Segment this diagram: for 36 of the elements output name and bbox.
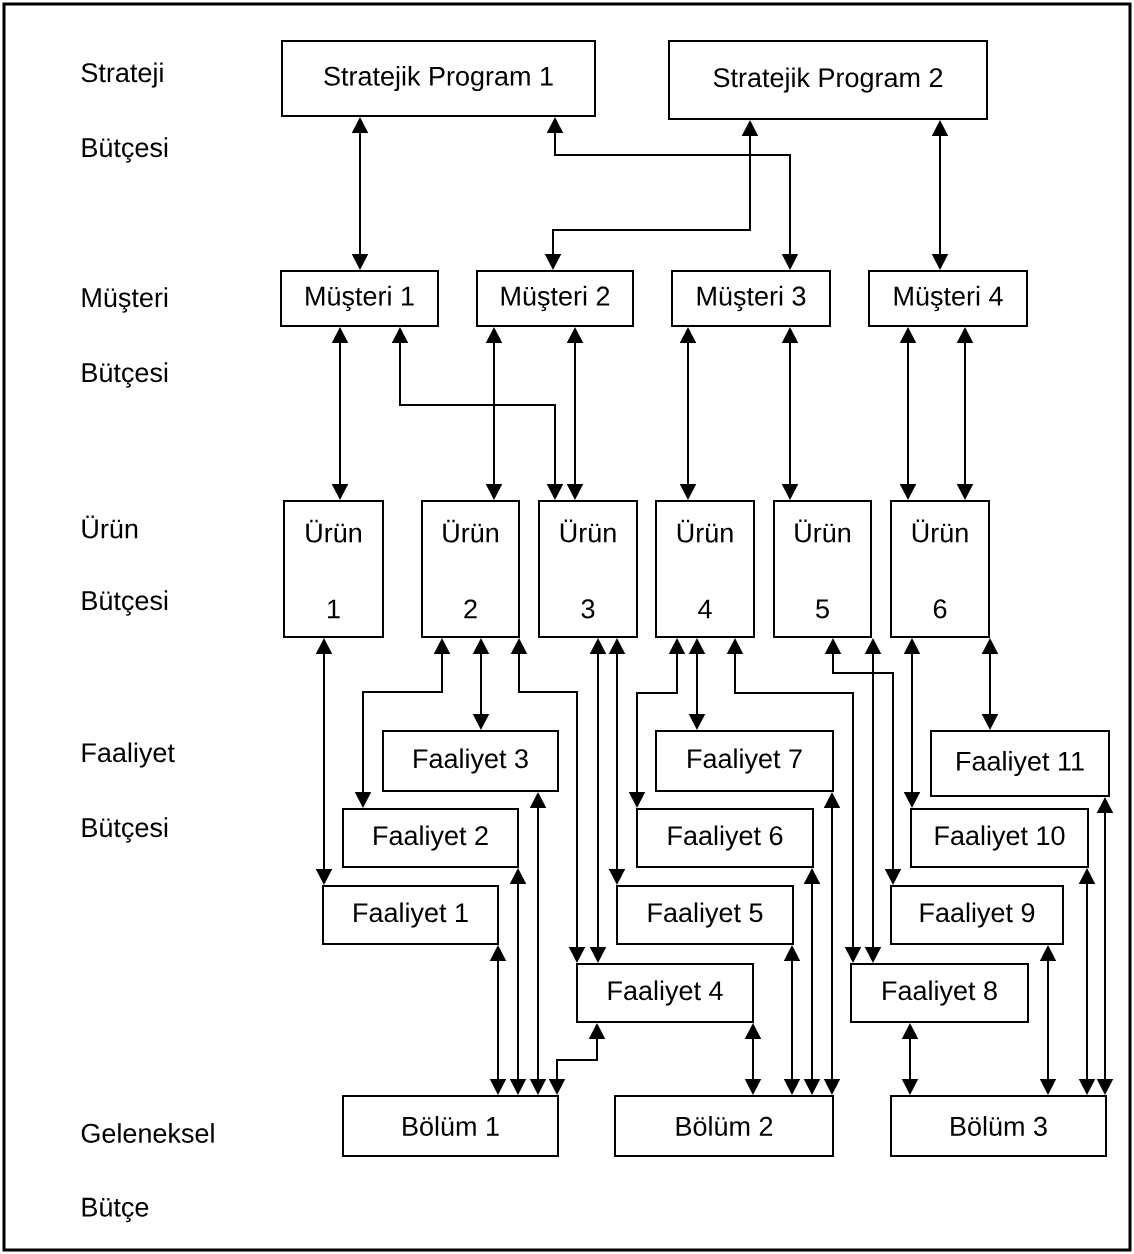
budget-box: Faaliyet 11: [930, 730, 1110, 797]
budget-box: Bölüm 1: [342, 1095, 559, 1157]
row-label: Geleneksel: [81, 1123, 214, 1143]
budget-box: Ürün 4: [655, 500, 755, 638]
budget-box: Faaliyet 5: [616, 885, 794, 945]
budget-box: Faaliyet 1: [322, 885, 499, 945]
row-label: Bütçesi: [82, 137, 168, 163]
budget-box: Faaliyet 10: [910, 808, 1089, 868]
budget-box: Faaliyet 2: [342, 808, 519, 868]
budget-box: Müşteri 1: [280, 270, 439, 327]
budget-box: Ürün 6: [890, 500, 990, 638]
budget-box: Faaliyet 6: [636, 808, 814, 868]
row-label: Ürün: [82, 515, 138, 539]
budget-box: Faaliyet 4: [576, 963, 754, 1023]
row-label: Bütçesi: [82, 362, 168, 388]
budget-box: Ürün 1: [283, 500, 384, 638]
budget-box: Bölüm 3: [890, 1095, 1107, 1157]
row-label: Strateji: [81, 62, 163, 88]
row-label: Müşteri: [82, 287, 168, 313]
row-label: Bütçesi: [82, 590, 168, 616]
row-label: Faaliyet: [82, 742, 175, 768]
budget-box: Bölüm 2: [614, 1095, 834, 1157]
budget-box: Stratejik Program 2: [668, 40, 988, 120]
budget-box: Faaliyet 9: [890, 885, 1064, 945]
row-label: Bütçe: [82, 1197, 149, 1223]
row-label: Bütçesi: [82, 817, 168, 843]
budget-box: Stratejik Program 1: [281, 40, 596, 117]
budget-box: Faaliyet 7: [655, 730, 834, 792]
budget-box: Faaliyet 3: [382, 730, 559, 792]
budget-box: Müşteri 2: [476, 270, 634, 327]
budget-box: Ürün 5: [773, 500, 872, 638]
budget-box: Ürün 3: [538, 500, 638, 638]
budget-box: Faaliyet 8: [850, 963, 1029, 1023]
budget-box: Müşteri 4: [868, 270, 1028, 327]
budget-box: Ürün 2: [421, 500, 520, 638]
budget-box: Müşteri 3: [671, 270, 831, 327]
